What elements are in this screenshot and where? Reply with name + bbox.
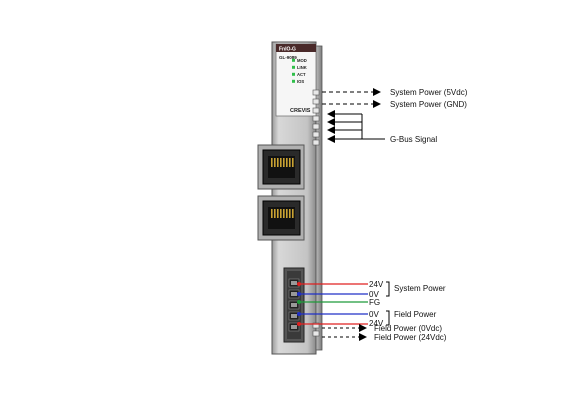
product-name: FnIO-G — [279, 47, 296, 53]
field-power-bracket — [386, 310, 390, 326]
led-mod-indicator — [292, 58, 295, 62]
system-power-lines — [322, 88, 381, 108]
led-mod-label: MOD — [297, 58, 307, 63]
led-ios-indicator — [292, 79, 295, 83]
field-power-label: Field Power — [394, 310, 437, 319]
field-power-0vdc-label: Field Power (0Vdc) — [374, 324, 442, 333]
system-power-gnd-label: System Power (GND) — [390, 100, 467, 109]
terminal-pin-dots — [297, 282, 301, 326]
led-link-label: LINK — [297, 65, 307, 70]
fg-label: FG — [369, 298, 380, 307]
module-body: FnIO-G GL-9089 MOD LINK ACT IOS CREVIS — [257, 41, 323, 355]
status-leds: MOD LINK ACT IOS — [292, 58, 307, 84]
field-power-24vdc-label: Field Power (24Vdc) — [374, 333, 447, 342]
side-contacts — [312, 89, 320, 337]
field-24v-label: 24V — [369, 319, 384, 328]
ethernet-port-1 — [257, 144, 305, 190]
led-link-indicator — [292, 65, 295, 69]
system-power-label: System Power — [394, 284, 446, 293]
field-0v-label: 0V — [369, 310, 379, 319]
system-power-bracket — [386, 281, 390, 297]
field-wiring — [299, 283, 368, 325]
led-act-indicator — [292, 72, 295, 76]
led-ios-label: IOS — [297, 79, 304, 84]
sys-24v-label: 24V — [369, 280, 384, 289]
sys-0v-label: 0V — [369, 290, 379, 299]
model-number: GL-9089 — [279, 55, 297, 60]
ethernet-port-2 — [257, 195, 305, 241]
gbus-signal-label: G-Bus Signal — [390, 135, 437, 144]
brand-logo: CREVIS — [290, 108, 311, 114]
field-power-lines — [322, 324, 367, 341]
gbus-lines — [327, 110, 385, 143]
led-act-label: ACT — [297, 72, 306, 77]
product-label-bar — [276, 44, 316, 52]
terminal-block — [283, 267, 305, 343]
system-power-5v-label: System Power (5Vdc) — [390, 88, 468, 97]
